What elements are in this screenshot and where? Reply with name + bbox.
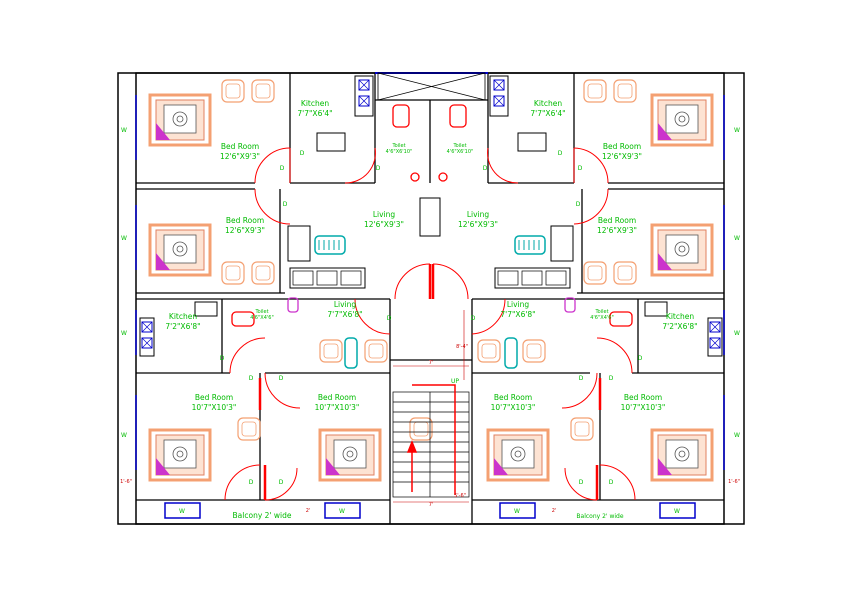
window-tag: W <box>674 508 680 515</box>
window-tag: W <box>339 508 345 515</box>
window-tags: W W W W W W W W W W W W <box>121 127 740 515</box>
bedroom-b2-name: Bed Room <box>318 393 356 402</box>
dimension-lines <box>393 310 469 503</box>
window-tag: W <box>121 235 127 242</box>
bedroom-tr-size: 12'6"X9'3" <box>602 152 642 161</box>
door-tag: D <box>387 315 392 322</box>
kitchen-tr-size: 7'7"X6'4" <box>530 109 565 118</box>
edge-right-dim: 1'-6" <box>728 479 740 485</box>
stair-side-dim: 5'-6" <box>454 493 466 499</box>
window-tag: W <box>121 330 127 337</box>
stair-width-top: 7' <box>429 360 434 366</box>
toilet-mr-name: Toilet <box>594 309 608 315</box>
door-tag: D <box>609 479 614 486</box>
door-tag: D <box>578 165 583 172</box>
door-tag: D <box>576 201 581 208</box>
door-tag: D <box>579 479 584 486</box>
living-right-name: Living <box>467 210 490 219</box>
toilet-tr-name: Toilet <box>452 143 466 149</box>
window-tag: W <box>514 508 520 515</box>
bedroom-b1-size: 10'7"X10'3" <box>192 403 237 412</box>
kitchen-mr-name: Kitchen <box>666 312 694 321</box>
stair-arrow <box>406 384 456 495</box>
bedroom-tl-size: 12'6"X9'3" <box>220 152 260 161</box>
toilet-ml-name: Toilet <box>254 309 268 315</box>
bedroom-mr-name: Bed Room <box>598 216 636 225</box>
toilet-tl-name: Toilet <box>391 143 405 149</box>
window-tag: W <box>734 330 740 337</box>
door-tag: D <box>279 375 284 382</box>
door-tag: D <box>220 355 225 362</box>
living-furniture <box>287 197 574 369</box>
door-tag: D <box>376 165 381 172</box>
door-tags: D D D D D D D D D D D D D D D D D D D D <box>220 150 643 486</box>
toilet-tr-size: 4'6"X6'10" <box>447 149 474 155</box>
landing-dim: 8'-4" <box>456 344 468 350</box>
window-tag: W <box>121 432 127 439</box>
bedroom-b3-size: 10'7"X10'3" <box>491 403 536 412</box>
bedroom-tr-name: Bed Room <box>603 142 641 151</box>
room-labels: Kitchen 7'7"X6'4" Kitchen 7'7"X6'4" Bed … <box>165 99 697 520</box>
window-tag: W <box>121 127 127 134</box>
door-tag: D <box>471 315 476 322</box>
toilet-labels: Toilet 4'6"X6'10" Toilet 4'6"X6'10" Toil… <box>250 143 614 321</box>
bedroom-tl-name: Bed Room <box>221 142 259 151</box>
bedroom-b4-name: Bed Room <box>624 393 662 402</box>
kitchen-tl-size: 7'7"X6'4" <box>297 109 332 118</box>
bedroom-b1-name: Bed Room <box>195 393 233 402</box>
window-tag: W <box>734 432 740 439</box>
window-tag: W <box>734 127 740 134</box>
balcony-gap-right: 2' <box>552 508 557 514</box>
living2-left-name: Living <box>334 300 357 309</box>
bedroom-ml-name: Bed Room <box>226 216 264 225</box>
bedroom-b4-size: 10'7"X10'3" <box>621 403 666 412</box>
staircase <box>392 391 470 498</box>
doors <box>224 147 636 501</box>
door-tag: D <box>638 355 643 362</box>
living-left-size: 12'6"X9'3" <box>364 220 404 229</box>
toilet-mr-size: 4'6"X4'6" <box>590 315 614 321</box>
door-tag: D <box>249 375 254 382</box>
living2-right-name: Living <box>507 300 530 309</box>
kitchen-tr-name: Kitchen <box>534 99 562 108</box>
door-tag: D <box>279 479 284 486</box>
kitchen-tl-name: Kitchen <box>301 99 329 108</box>
window-tag: W <box>734 235 740 242</box>
living-left-name: Living <box>373 210 396 219</box>
living-right-size: 12'6"X9'3" <box>458 220 498 229</box>
kitchen-ml-name: Kitchen <box>169 312 197 321</box>
bedroom-mr-size: 12'6"X9'3" <box>597 226 637 235</box>
light-well <box>377 72 486 101</box>
balcony-gap-left: 2' <box>306 508 311 514</box>
living2-left-size: 7'7"X6'8" <box>327 310 362 319</box>
door-tag: D <box>609 375 614 382</box>
edge-left-dim: 1'-6" <box>120 479 132 485</box>
balcony-left-label: Balcony 2' wide <box>233 511 292 520</box>
stair-width-bottom: 7' <box>429 502 434 508</box>
door-tag: D <box>579 375 584 382</box>
toilet-fixtures <box>231 104 633 327</box>
door-tag: D <box>483 165 488 172</box>
door-tag: D <box>249 479 254 486</box>
kitchen-ml-size: 7'2"X6'8" <box>165 322 200 331</box>
balcony-right-label: Balcony 2' wide <box>576 513 623 520</box>
door-tag: D <box>283 201 288 208</box>
living2-right-size: 7'7"X6'8" <box>500 310 535 319</box>
bedroom-b3-name: Bed Room <box>494 393 532 402</box>
door-tag: D <box>280 165 285 172</box>
door-tag: D <box>558 150 563 157</box>
stair-up-label: UP <box>451 378 459 385</box>
bedroom-ml-size: 12'6"X9'3" <box>225 226 265 235</box>
door-tag: D <box>300 150 305 157</box>
kitchen-mr-size: 7'2"X6'8" <box>662 322 697 331</box>
toilet-tl-size: 4'6"X6'10" <box>386 149 413 155</box>
window-tag: W <box>179 508 185 515</box>
dimension-labels: 7' 7' 8'-4" 5'-6" 2' 2' 1'-6" 1'-6" <box>120 344 740 514</box>
bedroom-b2-size: 10'7"X10'3" <box>315 403 360 412</box>
kitchen-counters <box>139 75 723 357</box>
toilet-ml-size: 4'6"X4'6" <box>250 315 274 321</box>
